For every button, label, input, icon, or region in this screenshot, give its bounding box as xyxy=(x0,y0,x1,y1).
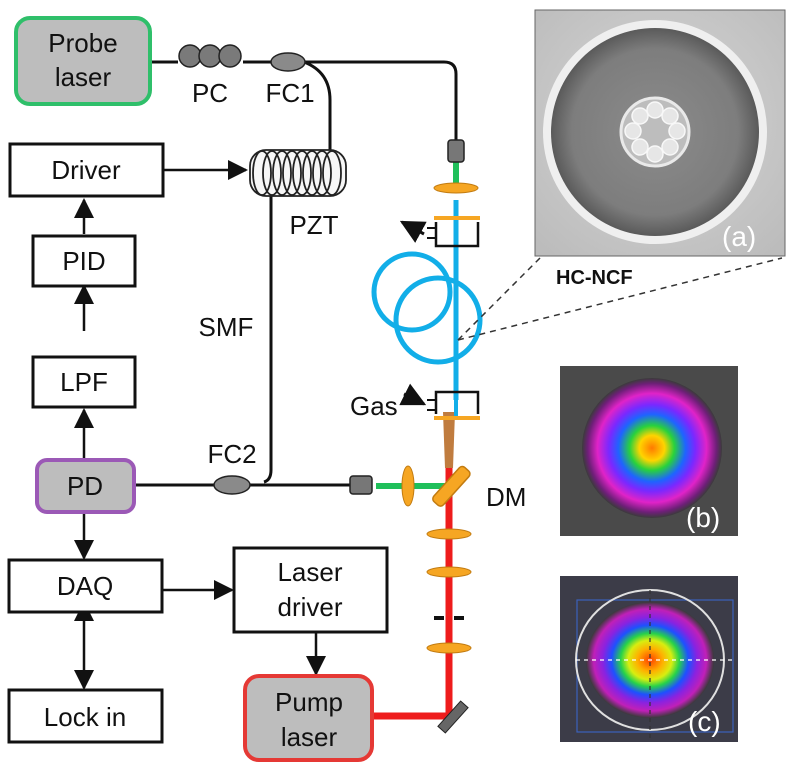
panel-b-label: (b) xyxy=(686,502,720,533)
probe-fiber-path xyxy=(134,60,458,487)
panel-c-label: (c) xyxy=(688,706,721,737)
fc2-label: FC2 xyxy=(207,439,256,469)
hc-ncf-label: HC-NCF xyxy=(556,267,633,289)
lpf-box: LPF xyxy=(31,355,137,409)
panel-c-beam-profile: (c) xyxy=(560,576,738,742)
driver-box: Driver xyxy=(8,142,165,198)
gas-cell-lower xyxy=(399,383,480,420)
pid-box: PID xyxy=(31,234,137,288)
fc1-label: FC1 xyxy=(265,78,314,108)
pump-laser-box: Pump laser xyxy=(243,674,374,762)
pc-label: PC xyxy=(192,78,228,108)
polarization-controller xyxy=(178,44,242,68)
lens-top xyxy=(433,182,479,194)
lock-in-box: Lock in xyxy=(7,688,164,744)
driver-label: Driver xyxy=(51,155,121,185)
fc1-coupler xyxy=(270,52,306,72)
lpf-label: LPF xyxy=(60,367,108,397)
gas-cell-upper xyxy=(399,216,480,248)
laser-driver-label-2: driver xyxy=(277,592,342,622)
lens-pump-2 xyxy=(426,566,472,578)
lock-in-label: Lock in xyxy=(44,702,126,732)
signal-arrows xyxy=(74,160,326,690)
probe-collimator-side xyxy=(349,475,373,495)
probe-collimator-top xyxy=(447,139,465,163)
lens-pump-1 xyxy=(426,528,472,540)
lens-pump-3 xyxy=(426,642,472,654)
laser-driver-box: Laser driver xyxy=(232,546,389,634)
pid-label: PID xyxy=(62,246,105,276)
fold-mirror xyxy=(437,700,469,734)
panel-b-beam-profile: (b) xyxy=(560,366,738,536)
probe-laser-label-2: laser xyxy=(55,62,112,92)
pd-box: PD xyxy=(35,458,136,514)
fc2-coupler xyxy=(213,475,251,495)
pump-beam xyxy=(372,412,455,720)
pump-laser-label-2: laser xyxy=(281,722,338,752)
pzt-coil xyxy=(249,149,347,197)
pzt-label: PZT xyxy=(289,210,338,240)
probe-laser-box: Probe laser xyxy=(14,16,152,106)
pump-laser-label-1: Pump xyxy=(275,687,343,717)
gas-label: Gas xyxy=(350,391,398,421)
lens-side xyxy=(401,465,415,507)
panel-a-fiber-photo: (a) xyxy=(534,9,786,257)
daq-label: DAQ xyxy=(57,571,113,601)
laser-driver-label-1: Laser xyxy=(277,557,342,587)
dm-label: DM xyxy=(486,482,526,512)
smf-label: SMF xyxy=(199,312,254,342)
daq-box: DAQ xyxy=(7,558,164,614)
hollow-core-fiber xyxy=(371,200,483,400)
zoom-dashed-lines xyxy=(457,257,783,341)
probe-laser-label-1: Probe xyxy=(48,28,117,58)
pd-label: PD xyxy=(67,471,103,501)
panel-a-label: (a) xyxy=(722,221,756,252)
dichroic-mirror xyxy=(432,465,471,507)
